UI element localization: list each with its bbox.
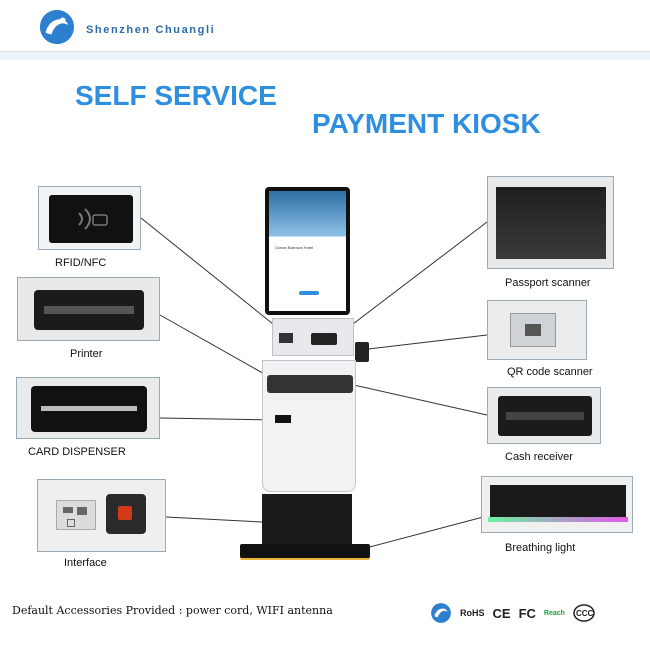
certification-icons: RoHS CE FC Reach CCC <box>430 598 595 628</box>
accessories-note: Default Accessories Provided : power cor… <box>12 604 333 617</box>
qr-scanner-device <box>510 313 556 347</box>
interface-image <box>37 479 166 552</box>
card-reader-device <box>49 195 133 243</box>
title-line-1: SELF SERVICE <box>75 80 277 111</box>
chuangli-logo-icon <box>431 603 451 623</box>
breathing-light-strip <box>240 544 370 558</box>
light-glow <box>488 517 628 522</box>
rfid-nfc-label: RFID/NFC <box>55 257 107 269</box>
reach-icon: Reach <box>543 609 565 617</box>
title-line-2: PAYMENT KIOSK <box>312 108 541 139</box>
svg-text:CCC: CCC <box>576 609 594 618</box>
screen-button <box>299 291 319 295</box>
hotel-name: Ocean Barrows Hotel <box>275 245 314 250</box>
ce-icon: CE <box>492 605 511 621</box>
header-band <box>0 52 650 60</box>
fcc-icon: FC <box>518 605 536 621</box>
qr-code-scanner-image <box>487 300 587 360</box>
cash-slot <box>498 396 592 436</box>
rfid-nfc-image <box>38 186 141 250</box>
passport-scanner-label: Passport scanner <box>505 277 591 289</box>
cash-receiver-image <box>487 387 601 444</box>
kiosk-middle-body <box>262 360 356 492</box>
kiosk-upper-body <box>272 318 354 356</box>
ports-panel <box>56 500 96 530</box>
card-dispenser-label: CARD DISPENSER <box>28 446 126 458</box>
qr-scanner-module <box>355 342 369 362</box>
passport-scanner-image <box>487 176 614 269</box>
breathing-light-label: Breathing light <box>505 542 576 554</box>
printer-label: Printer <box>70 348 103 360</box>
header: Shenzhen Chuangli <box>0 0 650 52</box>
printer-image <box>17 277 160 341</box>
kiosk: Ocean Barrows Hotel <box>240 182 370 562</box>
chuangli-logo-icon <box>39 9 75 45</box>
kiosk-screen: Ocean Barrows Hotel <box>265 187 350 315</box>
qr-code-scanner-label: QR code scanner <box>507 366 593 378</box>
card-slot <box>31 386 147 432</box>
card-dispenser-image <box>16 377 160 439</box>
ccc-icon: CCC <box>573 604 595 622</box>
brand-name: Shenzhen Chuangli <box>86 24 216 36</box>
passport-scanner-device <box>496 187 606 259</box>
kiosk-base <box>262 494 352 552</box>
breathing-light-image <box>481 476 633 533</box>
nfc-icon <box>78 208 108 230</box>
printer-slot <box>34 290 144 330</box>
interface-label: Interface <box>64 557 107 569</box>
light-device <box>490 485 626 517</box>
power-switch <box>106 494 146 534</box>
screen-content: Ocean Barrows Hotel <box>269 191 346 311</box>
rohs-icon: RoHS <box>460 608 485 618</box>
cash-receiver-label: Cash receiver <box>505 451 573 463</box>
